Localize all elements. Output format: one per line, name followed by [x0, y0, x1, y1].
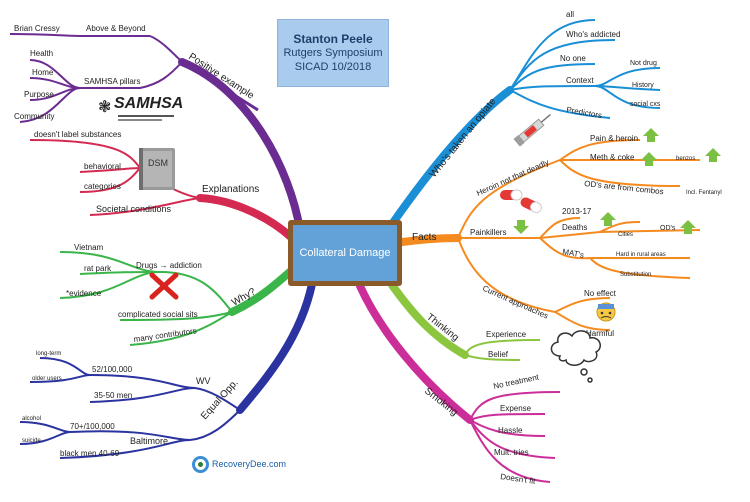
samhsa-logo-text: SAMHSA	[114, 95, 184, 112]
above-beyond-label: Above & Beyond	[86, 24, 146, 33]
rat-park-text: rat park	[84, 264, 112, 273]
central-topic-board: Collateral Damage	[293, 225, 397, 281]
meth-coke-text: Meth & coke	[590, 153, 635, 162]
combos-text: OD's are from combos	[584, 179, 664, 196]
facts-branch-label: Facts	[412, 232, 436, 243]
history-text: History	[632, 82, 654, 89]
positive-branch-label: Positive example	[186, 51, 256, 102]
wv-rate-text: 52/100,000	[92, 365, 133, 374]
trunk-why	[228, 266, 296, 316]
evidence-text: *evidence	[66, 289, 102, 298]
predictors-text: Predictors	[566, 105, 603, 120]
current-approaches-text: Current approaches	[481, 284, 549, 321]
deaths-text: Deaths	[562, 223, 587, 232]
mats-text: MAT's	[562, 247, 585, 260]
all-text: all	[566, 10, 574, 19]
not-drug-text: Not drug	[630, 60, 657, 67]
context-text: Context	[566, 76, 594, 85]
doesnt-label-text: doesn't label substances	[34, 130, 121, 139]
fentanyl-text: Incl. Fentanyl	[686, 190, 722, 196]
arrow-down-icon	[513, 220, 529, 234]
dsm-text: DSM	[148, 158, 168, 168]
recoverydee-logo: RecoveryDee.com	[192, 453, 286, 475]
categories-text: categories	[84, 182, 121, 191]
benzos-text: benzos	[676, 156, 695, 162]
substitution-text: Substitution	[620, 272, 651, 278]
opiate-branch-label: Who's taken an opiate	[428, 96, 499, 180]
samhsa-tagline-bar	[118, 119, 162, 121]
ods-text: OD's	[660, 225, 676, 232]
target-icon	[192, 455, 209, 473]
painkillers-text: Painkillers	[470, 228, 506, 237]
central-topic: Collateral Damage	[288, 220, 402, 286]
doesnt-fit-text: Doesn't fit	[500, 472, 537, 486]
alcohol-text: alcohol	[22, 416, 41, 422]
no-treatment-text: No treatment	[493, 372, 541, 391]
samhsa-pillars-label: SAMHSA pillars	[84, 77, 140, 86]
harmful-text: Harmful	[586, 329, 614, 338]
vietnam-text: Vietnam	[74, 243, 104, 252]
trunk-thinking	[388, 281, 469, 359]
trunk-equal	[236, 280, 316, 414]
no-effect-text: No effect	[584, 289, 617, 298]
pills-icon	[500, 189, 542, 214]
long-term-text: long-term	[36, 351, 61, 357]
pillar-purpose: Purpose	[24, 90, 54, 99]
thought-cloud-icon	[550, 330, 601, 383]
whos-addicted-text: Who's addicted	[566, 30, 620, 39]
samhsa-logo: ❃ SAMHSA	[98, 95, 184, 125]
belief-text: Belief	[488, 350, 509, 359]
trunk-opiate	[388, 86, 514, 228]
pillar-health: Health	[30, 49, 53, 58]
trunk-positive	[178, 58, 304, 234]
experience-text: Experience	[486, 330, 527, 339]
no-one-text: No one	[560, 54, 586, 63]
mult-tries-text: Mult. tries	[494, 448, 529, 457]
brian-cressy-label: Brian Cressy	[14, 24, 60, 33]
title-box: Stanton Peele Rutgers Symposium SICAD 10…	[277, 19, 389, 87]
pillar-home: Home	[32, 68, 54, 77]
wv-text: WV	[196, 376, 211, 386]
many-contributors-text: many contributors	[133, 326, 197, 344]
samhsa-swirl-icon: ❃	[98, 99, 112, 116]
trunk-facts	[398, 234, 462, 246]
dsm-book-icon: DSM	[139, 148, 175, 190]
suicide-text: suicide	[22, 438, 41, 444]
black-men-text: black men 40-69	[60, 449, 120, 458]
years-text: 2013-17	[562, 207, 592, 216]
central-topic-label: Collateral Damage	[299, 247, 391, 259]
samhsa-tagline-bar	[118, 115, 174, 117]
complicated-social-text: complicated social sits	[118, 310, 198, 319]
syringe-icon	[513, 113, 551, 147]
explanations-branch-label: Explanations	[202, 184, 259, 195]
arrow-up-icon	[600, 128, 721, 234]
cities-text: Cities	[618, 232, 633, 238]
baltimore-text: Baltimore	[130, 436, 168, 446]
societal-conditions-text: Societal conditions	[96, 204, 172, 214]
behavioral-text: behavioral	[84, 162, 121, 171]
social-cxs-text: social cxs	[630, 101, 661, 108]
trunk-explanations	[196, 194, 296, 242]
baltimore-rate-text: 70+/100,000	[70, 422, 115, 431]
pain-heroin-text: Pain & heroin	[590, 134, 638, 143]
expense-text: Expense	[500, 404, 532, 413]
men-35-50-text: 35-50 men	[94, 391, 132, 400]
worried-face-icon	[596, 302, 616, 322]
pillar-community: Community	[14, 112, 54, 121]
older-users-text: older users	[32, 376, 62, 382]
trunk-smoking	[356, 282, 474, 424]
red-x-icon	[149, 272, 179, 300]
rural-text: Hard in rural areas	[616, 252, 666, 258]
speaker-name: Stanton Peele	[293, 32, 373, 46]
recoverydee-logo-text: RecoveryDee.com	[212, 459, 287, 469]
event-name: Rutgers Symposium	[283, 47, 383, 59]
hassle-text: Hassle	[498, 426, 523, 435]
event-date: SICAD 10/2018	[294, 61, 372, 73]
drugs-addiction-text: Drugs → addiction	[136, 261, 202, 270]
